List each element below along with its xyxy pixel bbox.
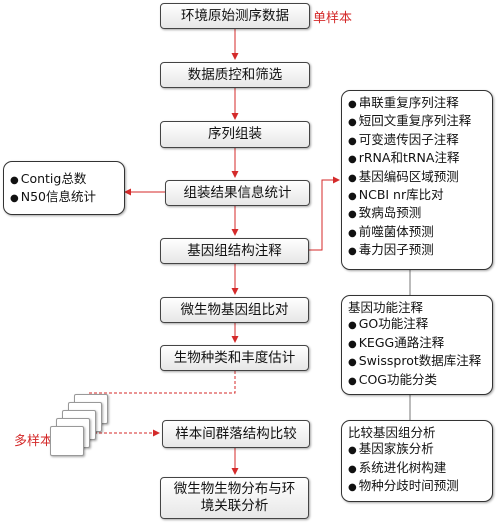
flow-step-label: 序列组装 bbox=[208, 126, 262, 142]
comparative-genomics-panel: 比较基因组分析 基因家族分析 系统进化树构建 物种分歧时间预测 bbox=[341, 420, 493, 502]
flow-step-label: 基因组结构注释 bbox=[187, 242, 282, 259]
flow-step-label: 数据质控和筛选 bbox=[187, 66, 283, 83]
panel-title: 基因功能注释 bbox=[348, 300, 424, 315]
panel-item: 前噬菌体预测 bbox=[348, 224, 486, 242]
panel-item: 致病岛预测 bbox=[348, 205, 486, 223]
function-annotation-panel: 基因功能注释 GO功能注释 KEGG通路注释 Swissprot数据库注释 CO… bbox=[341, 295, 493, 395]
assembly-stats-panel: Contig总数 N50信息统计 bbox=[3, 161, 125, 215]
panel-item: Swissprot数据库注释 bbox=[348, 353, 486, 371]
panel-item: KEGG通路注释 bbox=[348, 335, 486, 353]
panel-item: 物种分歧时间预测 bbox=[348, 478, 486, 496]
single-sample-label: 单样本 bbox=[313, 11, 353, 26]
flow-step-genome-alignment: 微生物基因组比对 bbox=[160, 297, 309, 323]
panel-item: GO功能注释 bbox=[348, 316, 486, 334]
flow-step-community-comparison: 样本间群落结构比较 bbox=[162, 420, 310, 448]
flow-step-label: 环境原始测序数据 bbox=[181, 7, 289, 24]
panel-item: COG功能分类 bbox=[348, 372, 486, 390]
flow-step-species-abundance: 生物种类和丰度估计 bbox=[160, 345, 309, 371]
panel-item: Contig总数 bbox=[10, 171, 118, 189]
arrow-s5-structure bbox=[309, 176, 340, 251]
structure-annotation-panel: 串联重复序列注释 短回文重复序列注释 可变遗传因子注释 rRNA和tRNA注释 … bbox=[341, 90, 493, 270]
panel-item: NCBI nr库比对 bbox=[348, 187, 486, 205]
panel-item: 短回文重复序列注释 bbox=[348, 113, 486, 131]
flow-step-label: 组装结果信息统计 bbox=[183, 184, 292, 201]
panel-item: rRNA和tRNA注释 bbox=[348, 150, 486, 168]
flow-step-label-line2: 境关联分析 bbox=[200, 498, 269, 514]
panel-item: 基因家族分析 bbox=[348, 441, 486, 459]
flow-step-label: 微生物基因组比对 bbox=[180, 301, 289, 318]
panel-item: 毒力因子预测 bbox=[348, 242, 486, 260]
flow-step-raw-data: 环境原始测序数据 bbox=[160, 3, 310, 29]
flow-step-label: 生物种类和丰度估计 bbox=[173, 349, 296, 366]
panel-item: 系统进化树构建 bbox=[348, 460, 486, 478]
flow-step-assembly-stats: 组装结果信息统计 bbox=[165, 180, 310, 206]
flow-step-distribution-analysis: 微生物生物分布与环 境关联分析 bbox=[160, 477, 309, 519]
panel-item: 可变遗传因子注释 bbox=[348, 132, 486, 150]
flow-step-structure-annotation: 基因组结构注释 bbox=[160, 238, 309, 264]
panel-item: 串联重复序列注释 bbox=[348, 95, 486, 113]
arrow-s7-s8 bbox=[87, 371, 236, 437]
flow-step-label: 样本间群落结构比较 bbox=[175, 425, 297, 442]
flow-step-qc: 数据质控和筛选 bbox=[160, 62, 310, 88]
panel-item: 基因编码区域预测 bbox=[348, 169, 486, 187]
flow-step-assembly: 序列组装 bbox=[160, 121, 310, 148]
panel-item: N50信息统计 bbox=[10, 189, 118, 207]
flow-step-label-line1: 微生物生物分布与环 bbox=[173, 481, 296, 497]
panel-title: 比较基因组分析 bbox=[348, 425, 436, 440]
multi-sample-label: 多样本 bbox=[14, 434, 54, 449]
